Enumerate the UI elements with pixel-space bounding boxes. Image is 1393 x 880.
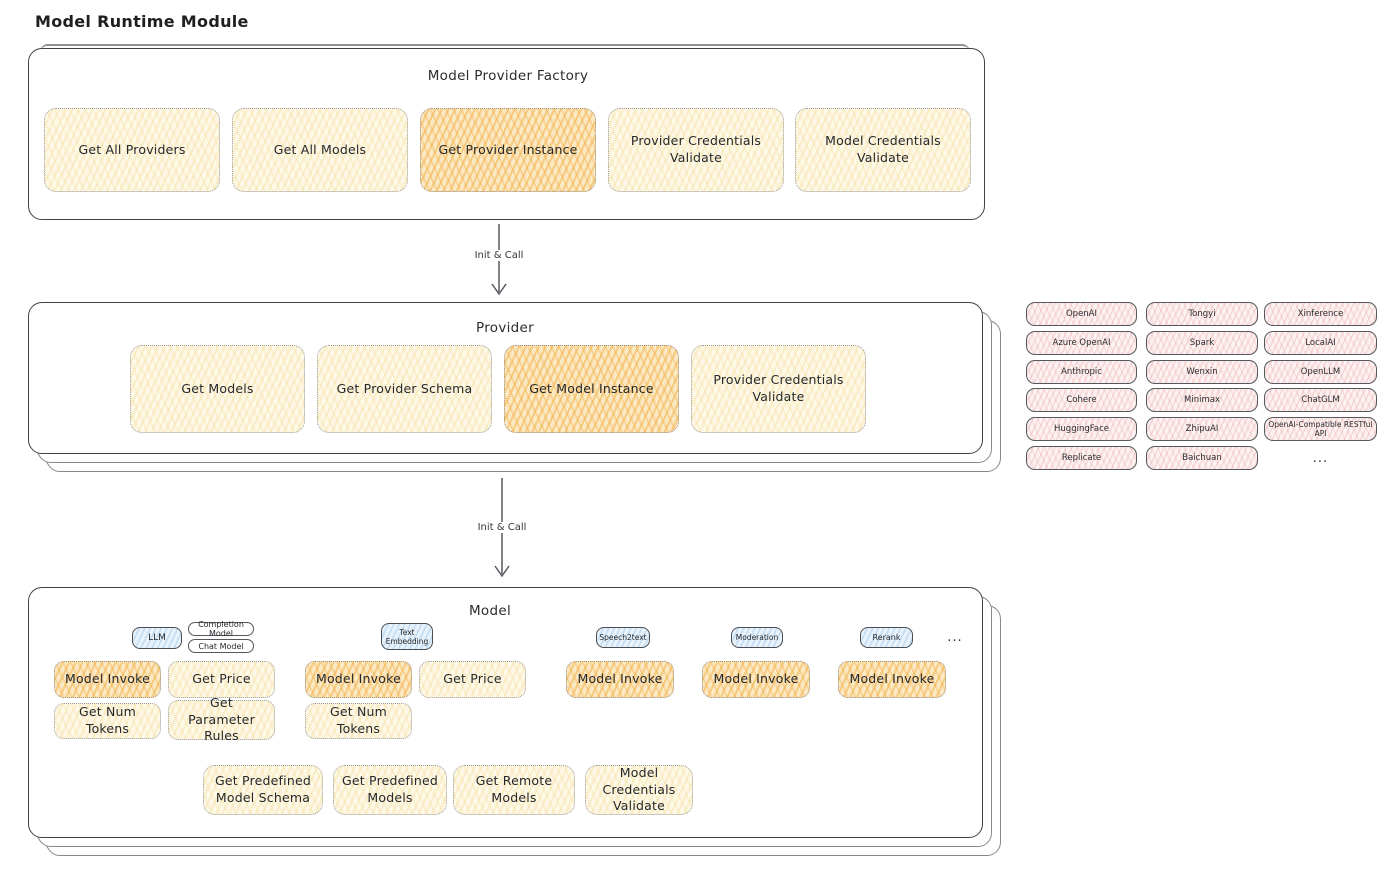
node-get-all-models: Get All Models — [232, 108, 408, 192]
provider-chip-cohere: Cohere — [1026, 388, 1137, 412]
arrow-factory-to-provider: Init & Call — [469, 224, 529, 300]
node-get-provider-schema: Get Provider Schema — [317, 345, 492, 433]
provider-chip-chatglm: ChatGLM — [1264, 388, 1377, 412]
node-embedding-get-num-tokens: Get Num Tokens — [305, 703, 412, 739]
node-embedding-model-invoke: Model Invoke — [305, 661, 412, 698]
provider-chip-tongyi: Tongyi — [1146, 302, 1258, 326]
arrow-label: Init & Call — [469, 250, 529, 261]
node-get-models: Get Models — [130, 345, 305, 433]
provider-chip-minimax: Minimax — [1146, 388, 1258, 412]
node-rerank-model-invoke: Model Invoke — [838, 661, 946, 698]
provider-chip-replicate: Replicate — [1026, 446, 1137, 470]
node-llm-get-price: Get Price — [168, 661, 275, 698]
provider-chip-azure-openai: Azure OpenAI — [1026, 331, 1137, 355]
tag-rerank: Rerank — [860, 627, 913, 648]
provider-title: Provider — [476, 320, 534, 336]
provider-chip-openai: OpenAI — [1026, 302, 1137, 326]
node-model-credentials-validate: Model Credentials Validate — [795, 108, 971, 192]
provider-chip-openai-compatible: OpenAI-Compatible RESTful API — [1264, 417, 1377, 441]
tag-completion-model: Completion Model — [188, 620, 254, 638]
arrow-label: Init & Call — [472, 522, 532, 533]
provider-chip-xinference: Xinference — [1264, 302, 1377, 326]
tag-moderation: Moderation — [731, 627, 783, 648]
provider-chip-wenxin: Wenxin — [1146, 360, 1258, 384]
provider-chip-huggingface: HuggingFace — [1026, 417, 1137, 441]
provider-chip-openllm: OpenLLM — [1264, 360, 1377, 384]
node-provider-credentials-validate: Provider Credentials Validate — [608, 108, 784, 192]
model-title: Model — [468, 603, 512, 619]
factory-stack-layer — [40, 44, 970, 60]
node-moderation-model-invoke: Model Invoke — [702, 661, 810, 698]
node-llm-get-parameter-rules: Get Parameter Rules — [168, 695, 275, 743]
tag-text-embedding: Text Embedding — [381, 623, 433, 650]
node-model-credentials-validate-2: Model Credentials Validate — [585, 765, 693, 815]
node-get-provider-instance: Get Provider Instance — [420, 108, 596, 192]
node-get-predefined-model-schema: Get Predefined Model Schema — [203, 765, 323, 815]
node-embedding-get-price: Get Price — [419, 661, 526, 698]
tag-speech2text: Speech2text — [596, 627, 650, 648]
tag-llm: LLM — [132, 627, 182, 649]
arrow-provider-to-model: Init & Call — [472, 478, 532, 582]
factory-title: Model Provider Factory — [427, 68, 589, 84]
provider-chip-anthropic: Anthropic — [1026, 360, 1137, 384]
node-get-remote-models: Get Remote Models — [453, 765, 575, 815]
node-llm-model-invoke: Model Invoke — [54, 661, 161, 698]
tag-chat-model: Chat Model — [188, 639, 254, 653]
model-types-ellipsis: ... — [947, 630, 963, 645]
node-get-predefined-models: Get Predefined Models — [333, 765, 447, 815]
provider-chip-zhipuai: ZhipuAI — [1146, 417, 1258, 441]
page-title: Model Runtime Module — [35, 12, 249, 31]
node-get-model-instance: Get Model Instance — [504, 345, 679, 433]
node-provider-credentials-validate-2: Provider Credentials Validate — [691, 345, 866, 433]
provider-chip-baichuan: Baichuan — [1146, 446, 1258, 470]
provider-chip-spark: Spark — [1146, 331, 1258, 355]
node-speech2text-model-invoke: Model Invoke — [566, 661, 674, 698]
node-llm-get-num-tokens: Get Num Tokens — [54, 703, 161, 739]
node-get-all-providers: Get All Providers — [44, 108, 220, 192]
provider-chip-localai: LocalAI — [1264, 331, 1377, 355]
provider-chips-ellipsis: ... — [1312, 450, 1329, 466]
